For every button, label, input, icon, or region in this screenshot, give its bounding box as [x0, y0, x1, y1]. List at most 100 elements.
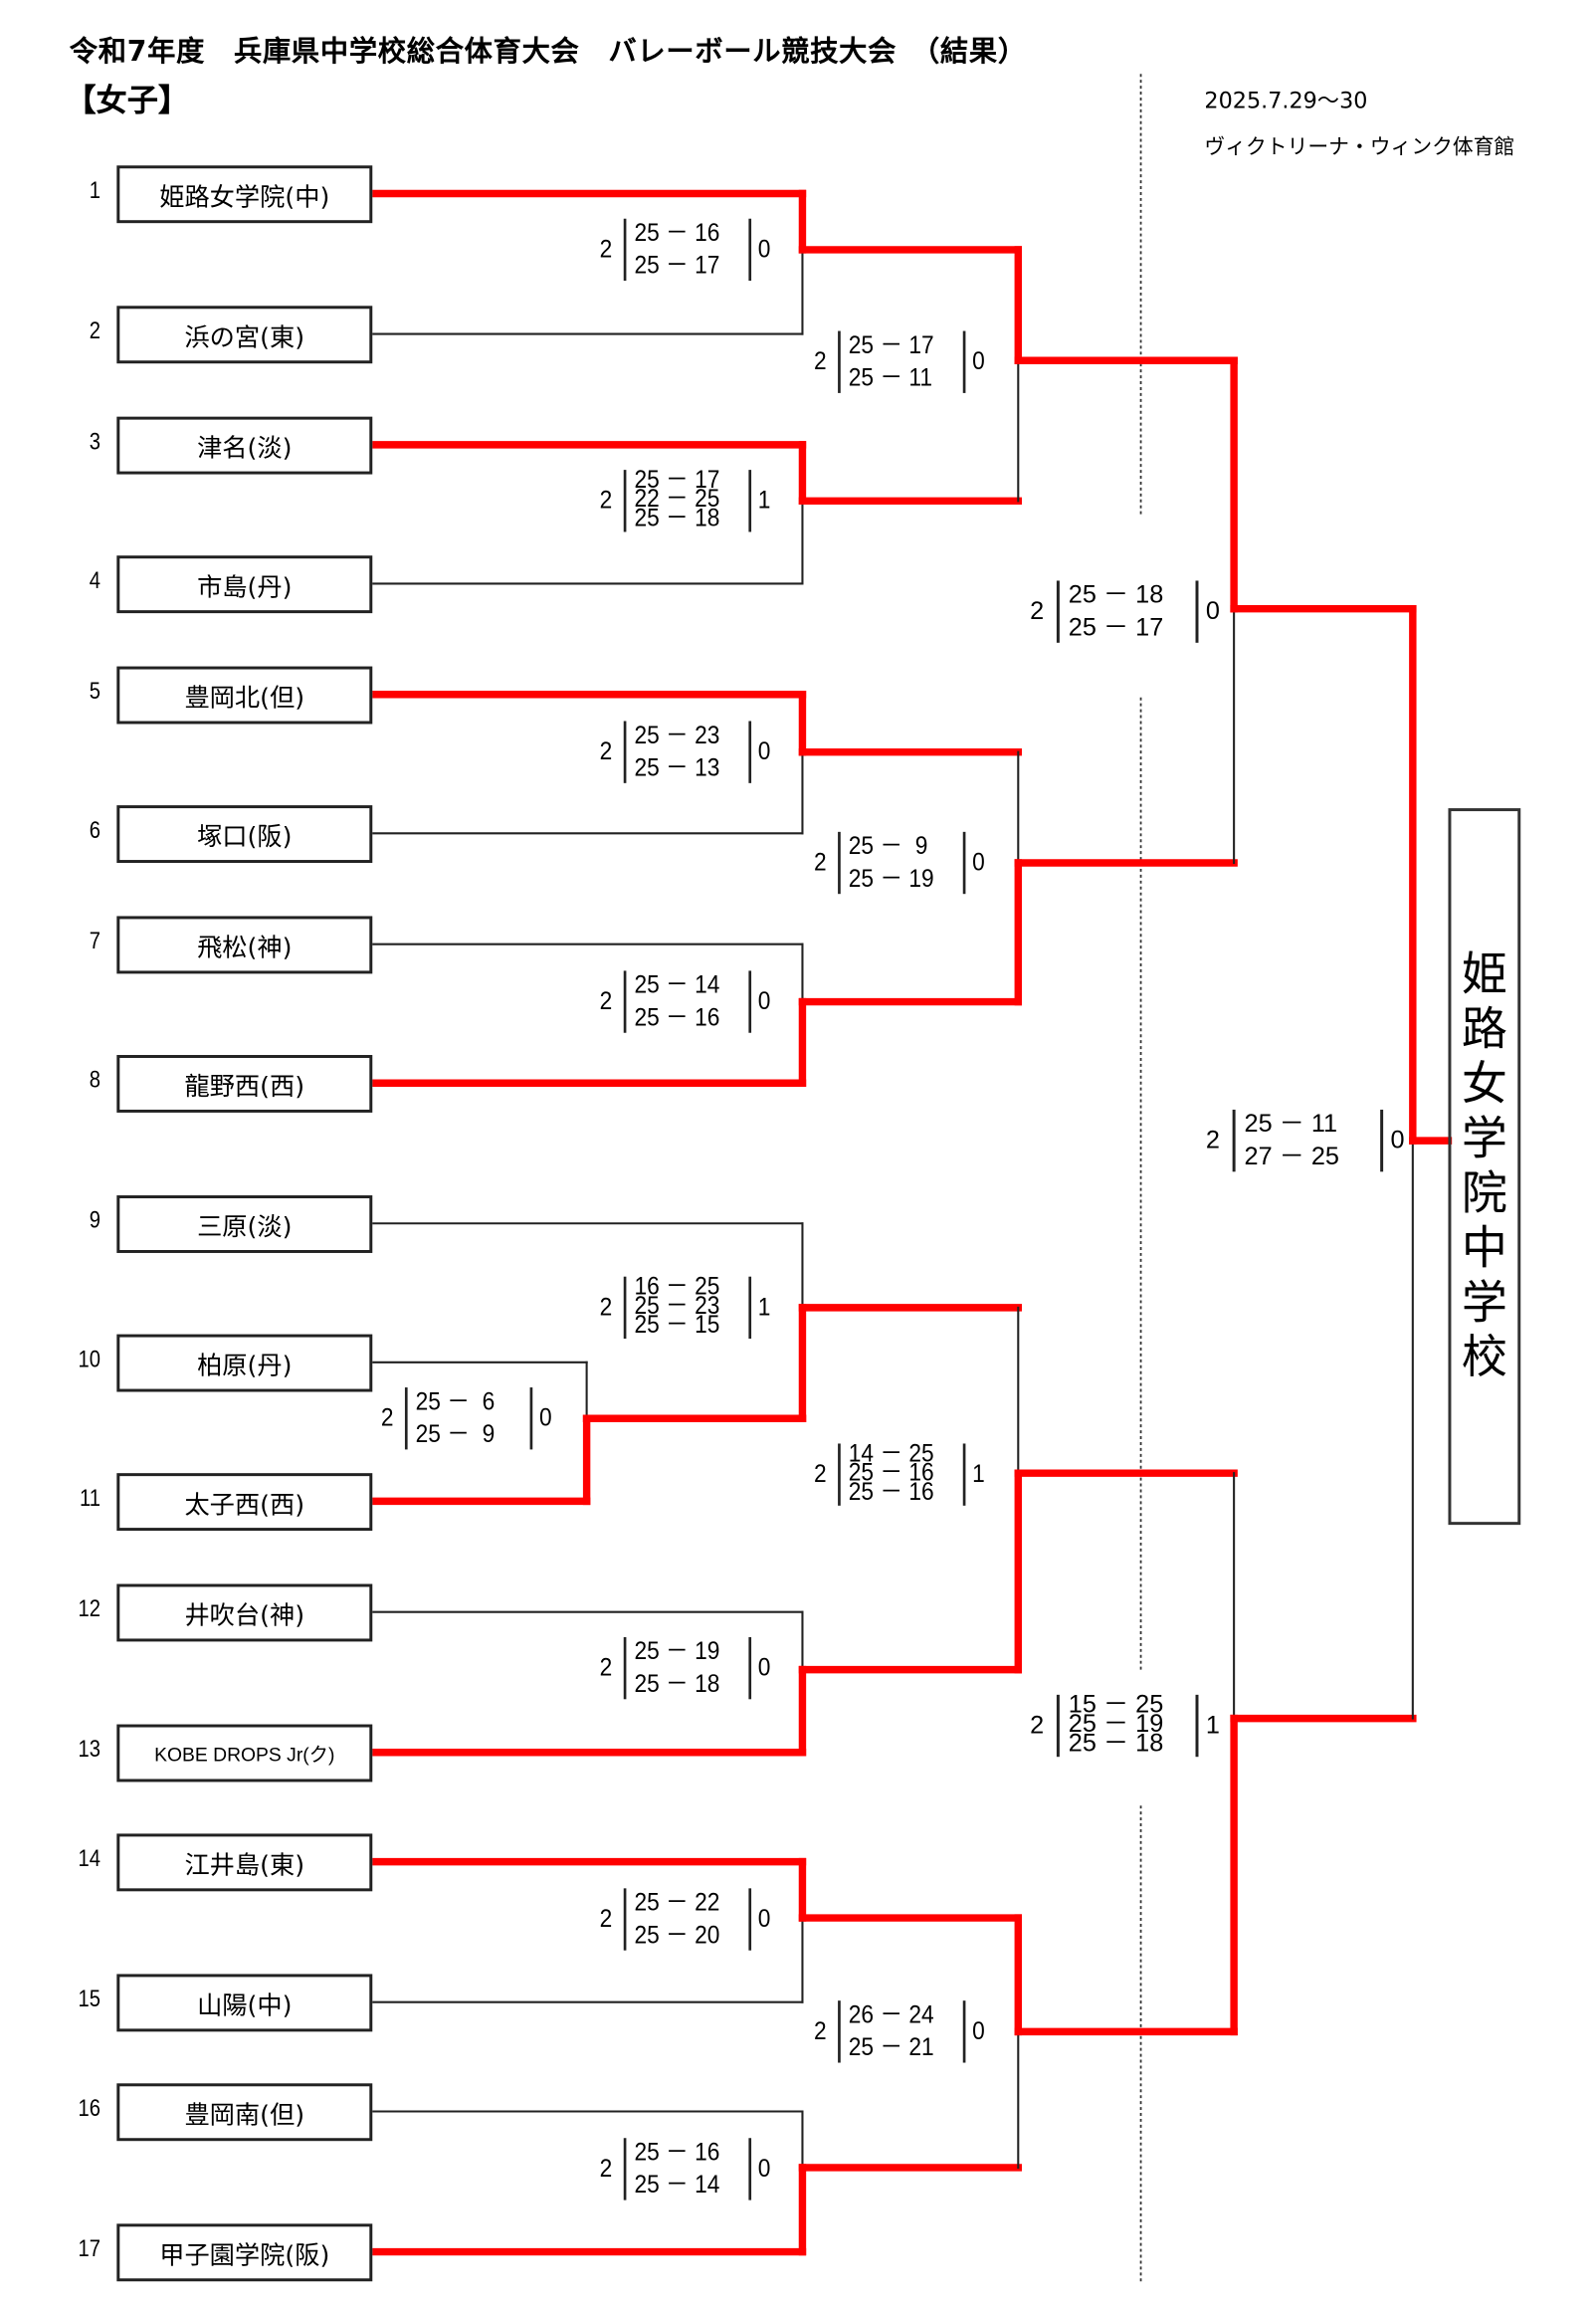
- set-score: 25 － 17: [634, 465, 720, 494]
- sets-won-right: 0: [1390, 1126, 1405, 1154]
- set-score: 25 － 18: [1068, 1729, 1164, 1758]
- set-score: 25 － 16: [634, 2138, 720, 2167]
- score-bracket-bar: [962, 330, 966, 393]
- team-seed-number: 12: [78, 1596, 100, 1623]
- sets-won-left: 2: [814, 346, 827, 376]
- champion-name-char: 学: [1461, 1112, 1507, 1165]
- set-score: 25 － 14: [634, 970, 720, 999]
- score-bracket-bar: [529, 1387, 533, 1450]
- sets-won-left: 2: [814, 2016, 827, 2045]
- team-seed-number: 15: [78, 1987, 100, 2013]
- set-score: 25 － 6: [415, 1387, 496, 1416]
- set-score: 25 － 19: [1068, 1709, 1164, 1738]
- score-bracket-bar: [1380, 1109, 1384, 1172]
- sets-won-right: 0: [1205, 596, 1220, 625]
- team-box: 津名(淡): [116, 416, 373, 475]
- sets-won-left: 2: [599, 235, 613, 264]
- sets-won-left: 2: [599, 1904, 613, 1933]
- sets-won-right: 0: [757, 1904, 771, 1933]
- score-bracket-bar: [748, 1276, 752, 1340]
- set-score: 25 － 15: [634, 1310, 720, 1340]
- score-bracket-bar: [962, 831, 966, 895]
- sets-won-right: 0: [972, 2016, 985, 2045]
- set-score: 25 － 13: [634, 753, 720, 782]
- score-bracket-bar: [838, 2000, 841, 2063]
- score-bracket-bar: [623, 1276, 627, 1340]
- team-seed-number: 14: [78, 1846, 100, 1873]
- score-bracket-bar: [623, 1636, 627, 1700]
- sets-won-right: 0: [972, 848, 985, 877]
- sets-won-left: 2: [1030, 1711, 1045, 1740]
- champion-name-char: 中: [1461, 1221, 1507, 1275]
- sets-won-right: 0: [757, 986, 771, 1015]
- set-score: 25 － 19: [634, 1636, 720, 1666]
- sets-won-left: 2: [599, 2154, 613, 2183]
- team-box: 豊岡北(但): [116, 666, 373, 725]
- score-bracket-bar: [404, 1387, 408, 1450]
- sets-won-left: 2: [380, 1403, 394, 1432]
- set-score: 25 － 9: [848, 831, 928, 861]
- team-box: 太子西(西): [116, 1473, 373, 1532]
- champion-name-char: 姫: [1461, 947, 1507, 1001]
- team-box: 豊岡南(但): [116, 2083, 373, 2142]
- team-box: 市島(丹): [116, 555, 373, 614]
- team-seed-number: 16: [78, 2096, 100, 2122]
- score-bracket-bar: [838, 330, 841, 393]
- score-bracket-bar: [623, 2138, 627, 2200]
- team-box: 塚口(阪): [116, 805, 373, 864]
- score-bracket-bar: [962, 2000, 966, 2063]
- set-score: 25 － 17: [848, 330, 934, 359]
- set-score: 15 － 25: [1068, 1690, 1164, 1719]
- set-score: 25 － 19: [848, 864, 934, 893]
- score-bracket-bar: [838, 1443, 841, 1506]
- champion-name-char: 校: [1461, 1330, 1507, 1384]
- set-score: 16 － 25: [634, 1272, 720, 1301]
- set-score: 25 － 16: [634, 1003, 720, 1032]
- set-score: 25 － 14: [634, 2170, 720, 2200]
- champion-name-char: 学: [1461, 1275, 1507, 1330]
- set-score: 25 － 17: [1068, 613, 1164, 642]
- score-bracket-bar: [962, 1443, 966, 1506]
- sets-won-right: 1: [972, 1459, 985, 1489]
- team-box: 姫路女学院(中): [116, 165, 373, 224]
- sets-won-right: 0: [757, 235, 771, 264]
- sets-won-left: 2: [814, 848, 827, 877]
- team-seed-number: 13: [78, 1737, 100, 1764]
- set-score: 25 － 22: [634, 1888, 720, 1917]
- score-bracket-bar: [1195, 1694, 1199, 1758]
- division-label: 【女子】: [65, 83, 190, 118]
- team-seed-number: 5: [89, 679, 100, 706]
- set-score: 25 － 16: [634, 218, 720, 247]
- set-score: 25 － 18: [634, 1669, 720, 1698]
- score-bracket-bar: [623, 470, 627, 532]
- team-seed-number: 3: [89, 430, 100, 456]
- score-bracket-bar: [748, 2138, 752, 2200]
- score-bracket-bar: [1056, 580, 1060, 643]
- team-seed-number: 11: [80, 1486, 100, 1512]
- score-bracket-bar: [1232, 1109, 1236, 1172]
- set-score: 25 － 16: [848, 1477, 934, 1506]
- sets-won-left: 2: [599, 1293, 613, 1322]
- event-date: 2025.7.29〜30: [1204, 87, 1368, 114]
- team-seed-number: 17: [78, 2236, 100, 2262]
- team-box: 山陽(中): [116, 1974, 373, 2032]
- team-box: 三原(淡): [116, 1195, 373, 1253]
- match-score: 2 0 25 － 16 25 － 17: [597, 218, 778, 282]
- set-score: 25 － 18: [634, 504, 720, 532]
- set-score: 25 － 17: [634, 251, 720, 280]
- team-seed-number: 1: [89, 178, 100, 204]
- page-title: 令和7年度 兵庫県中学校総合体育大会 バレーボール競技大会 （結果）: [69, 35, 1027, 69]
- champion-name-char: 院: [1461, 1166, 1507, 1220]
- score-bracket-bar: [748, 218, 752, 282]
- team-box: 江井島(東): [116, 1833, 373, 1892]
- set-score: 25 － 16: [848, 1458, 934, 1487]
- team-seed-number: 6: [89, 818, 100, 844]
